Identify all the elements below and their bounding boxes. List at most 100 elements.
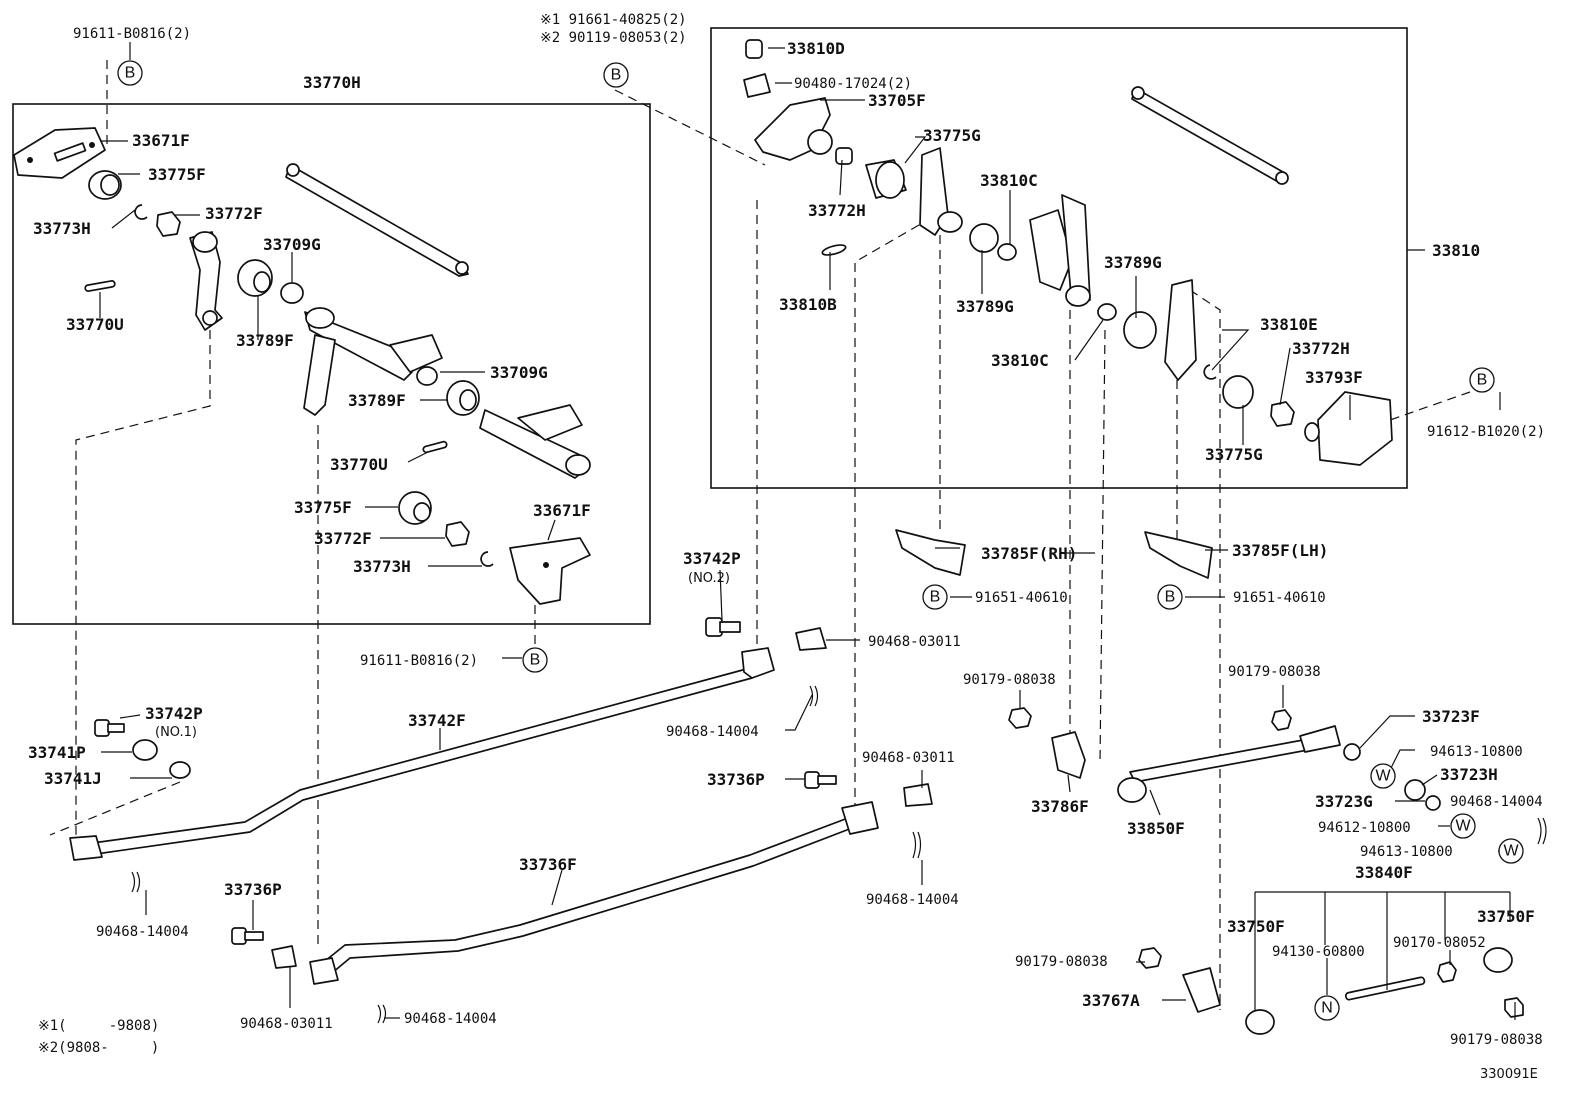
part-label: 90179-08038 xyxy=(1015,954,1108,970)
part-label: 33775G xyxy=(923,126,981,145)
part-label: 33775F xyxy=(294,498,352,517)
callout-b-6: B xyxy=(1157,584,1183,610)
part-label: 33789F xyxy=(236,331,294,350)
svg-text:B: B xyxy=(1477,372,1488,389)
part-label: 91611-B0816(2) xyxy=(73,26,191,42)
svg-text:B: B xyxy=(611,67,622,84)
part-label: 33750F xyxy=(1227,917,1285,936)
part-label: 33773H xyxy=(353,557,411,576)
svg-text:W: W xyxy=(1455,818,1471,835)
part-label: 33770H xyxy=(303,73,361,92)
callout-b-2: B xyxy=(522,647,548,673)
part-label: 33671F xyxy=(533,501,591,520)
part-label: 90468-03011 xyxy=(862,750,955,766)
callout-b-3: B xyxy=(603,62,629,88)
part-label: (NO.1) xyxy=(155,725,197,740)
callout-b-5: B xyxy=(922,584,948,610)
part-label: 33785F(RH) xyxy=(981,544,1077,563)
leader-lines xyxy=(99,42,1518,1020)
part-label: ※2 90119-08053(2) xyxy=(540,30,687,46)
part-label: 33772H xyxy=(1292,339,1350,358)
part-label: 90468-14004 xyxy=(96,924,189,940)
svg-text:W: W xyxy=(1375,768,1391,785)
part-label: 91612-B1020(2) xyxy=(1427,424,1545,440)
part-label: 33723G xyxy=(1315,792,1373,811)
part-label: 33772H xyxy=(808,201,866,220)
callout-w-1: W xyxy=(1370,763,1396,789)
part-label: 90468-14004 xyxy=(866,892,959,908)
part-label: 90468-14004 xyxy=(666,724,759,740)
part-label: 90480-17024(2) xyxy=(794,76,912,92)
group-frame-33810 xyxy=(710,27,1408,489)
part-label: 90170-08052 xyxy=(1393,935,1486,951)
part-label: 33723H xyxy=(1440,765,1498,784)
part-label: 33775G xyxy=(1205,445,1263,464)
svg-text:B: B xyxy=(930,589,941,606)
part-label: 91651-40610 xyxy=(1233,590,1326,606)
diagram-code: 330091E xyxy=(1480,1067,1538,1082)
part-label: 90468-14004 xyxy=(1450,794,1543,810)
part-label: ※1 91661-40825(2) xyxy=(540,12,687,28)
part-label: 90468-03011 xyxy=(240,1016,333,1032)
callout-markers: B B B B B B W W W N xyxy=(117,60,1524,1021)
svg-text:B: B xyxy=(1165,589,1176,606)
part-label: 94612-10800 xyxy=(1318,820,1411,836)
part-label: 33786F xyxy=(1031,797,1089,816)
part-label: 33770U xyxy=(66,315,124,334)
part-label: 33742F xyxy=(408,711,466,730)
part-label: 94130-60800 xyxy=(1272,944,1365,960)
part-label: 94613-10800 xyxy=(1430,744,1523,760)
part-label: 33709G xyxy=(263,235,321,254)
part-label: 90179-08038 xyxy=(1450,1032,1543,1048)
callout-n-1: N xyxy=(1314,995,1340,1021)
part-shapes-left-group xyxy=(13,127,591,605)
part-label: 33767A xyxy=(1082,991,1140,1010)
part-label: 33775F xyxy=(148,165,206,184)
part-label: 33709G xyxy=(490,363,548,382)
part-label: 33773H xyxy=(33,219,91,238)
part-label: 33741J xyxy=(44,769,102,788)
part-label: 91651-40610 xyxy=(975,590,1068,606)
callout-w-3: W xyxy=(1498,838,1524,864)
part-label: 33789G xyxy=(956,297,1014,316)
part-label: 33741P xyxy=(28,743,86,762)
assembly-dashed-lines xyxy=(49,60,1471,1010)
part-label: 33810 xyxy=(1432,241,1480,260)
part-label: 33705F xyxy=(868,91,926,110)
svg-text:B: B xyxy=(530,652,541,669)
part-labels: 91611-B0816(2) 33770H 33671F 33775F 3377… xyxy=(28,12,1545,1082)
part-label: 33793F xyxy=(1305,368,1363,387)
part-label: 33770U xyxy=(330,455,388,474)
part-label: 33772F xyxy=(205,204,263,223)
group-frame-33770h xyxy=(12,103,651,625)
footnote-2: ※2(9808- ) xyxy=(38,1040,159,1056)
part-shapes-lower xyxy=(69,529,1547,1035)
part-label: 33742P xyxy=(683,549,741,568)
svg-text:W: W xyxy=(1503,843,1519,860)
part-label: 33785F(LH) xyxy=(1232,541,1328,560)
part-label: 33723F xyxy=(1422,707,1480,726)
part-label: 90179-08038 xyxy=(1228,664,1321,680)
part-label: 33810C xyxy=(991,351,1049,370)
svg-text:B: B xyxy=(125,65,136,82)
part-label: 94613-10800 xyxy=(1360,844,1453,860)
part-label: 91611-B0816(2) xyxy=(360,653,478,669)
part-shapes-right-group xyxy=(743,39,1393,466)
part-label: 33772F xyxy=(314,529,372,548)
callout-b-1: B xyxy=(117,60,143,86)
part-label: 90179-08038 xyxy=(963,672,1056,688)
part-label: 33810B xyxy=(779,295,837,314)
part-label: 33810E xyxy=(1260,315,1318,334)
part-label: 33810C xyxy=(980,171,1038,190)
part-label: 33840F xyxy=(1355,863,1413,882)
footnote-1: ※1( -9808) xyxy=(38,1018,159,1034)
part-label: 33736P xyxy=(224,880,282,899)
part-label: 33736P xyxy=(707,770,765,789)
part-label: 33742P xyxy=(145,704,203,723)
part-label: 33850F xyxy=(1127,819,1185,838)
part-label: 33810D xyxy=(787,39,845,58)
part-label: 33671F xyxy=(132,131,190,150)
part-label: 33750F xyxy=(1477,907,1535,926)
part-label: 33789F xyxy=(348,391,406,410)
